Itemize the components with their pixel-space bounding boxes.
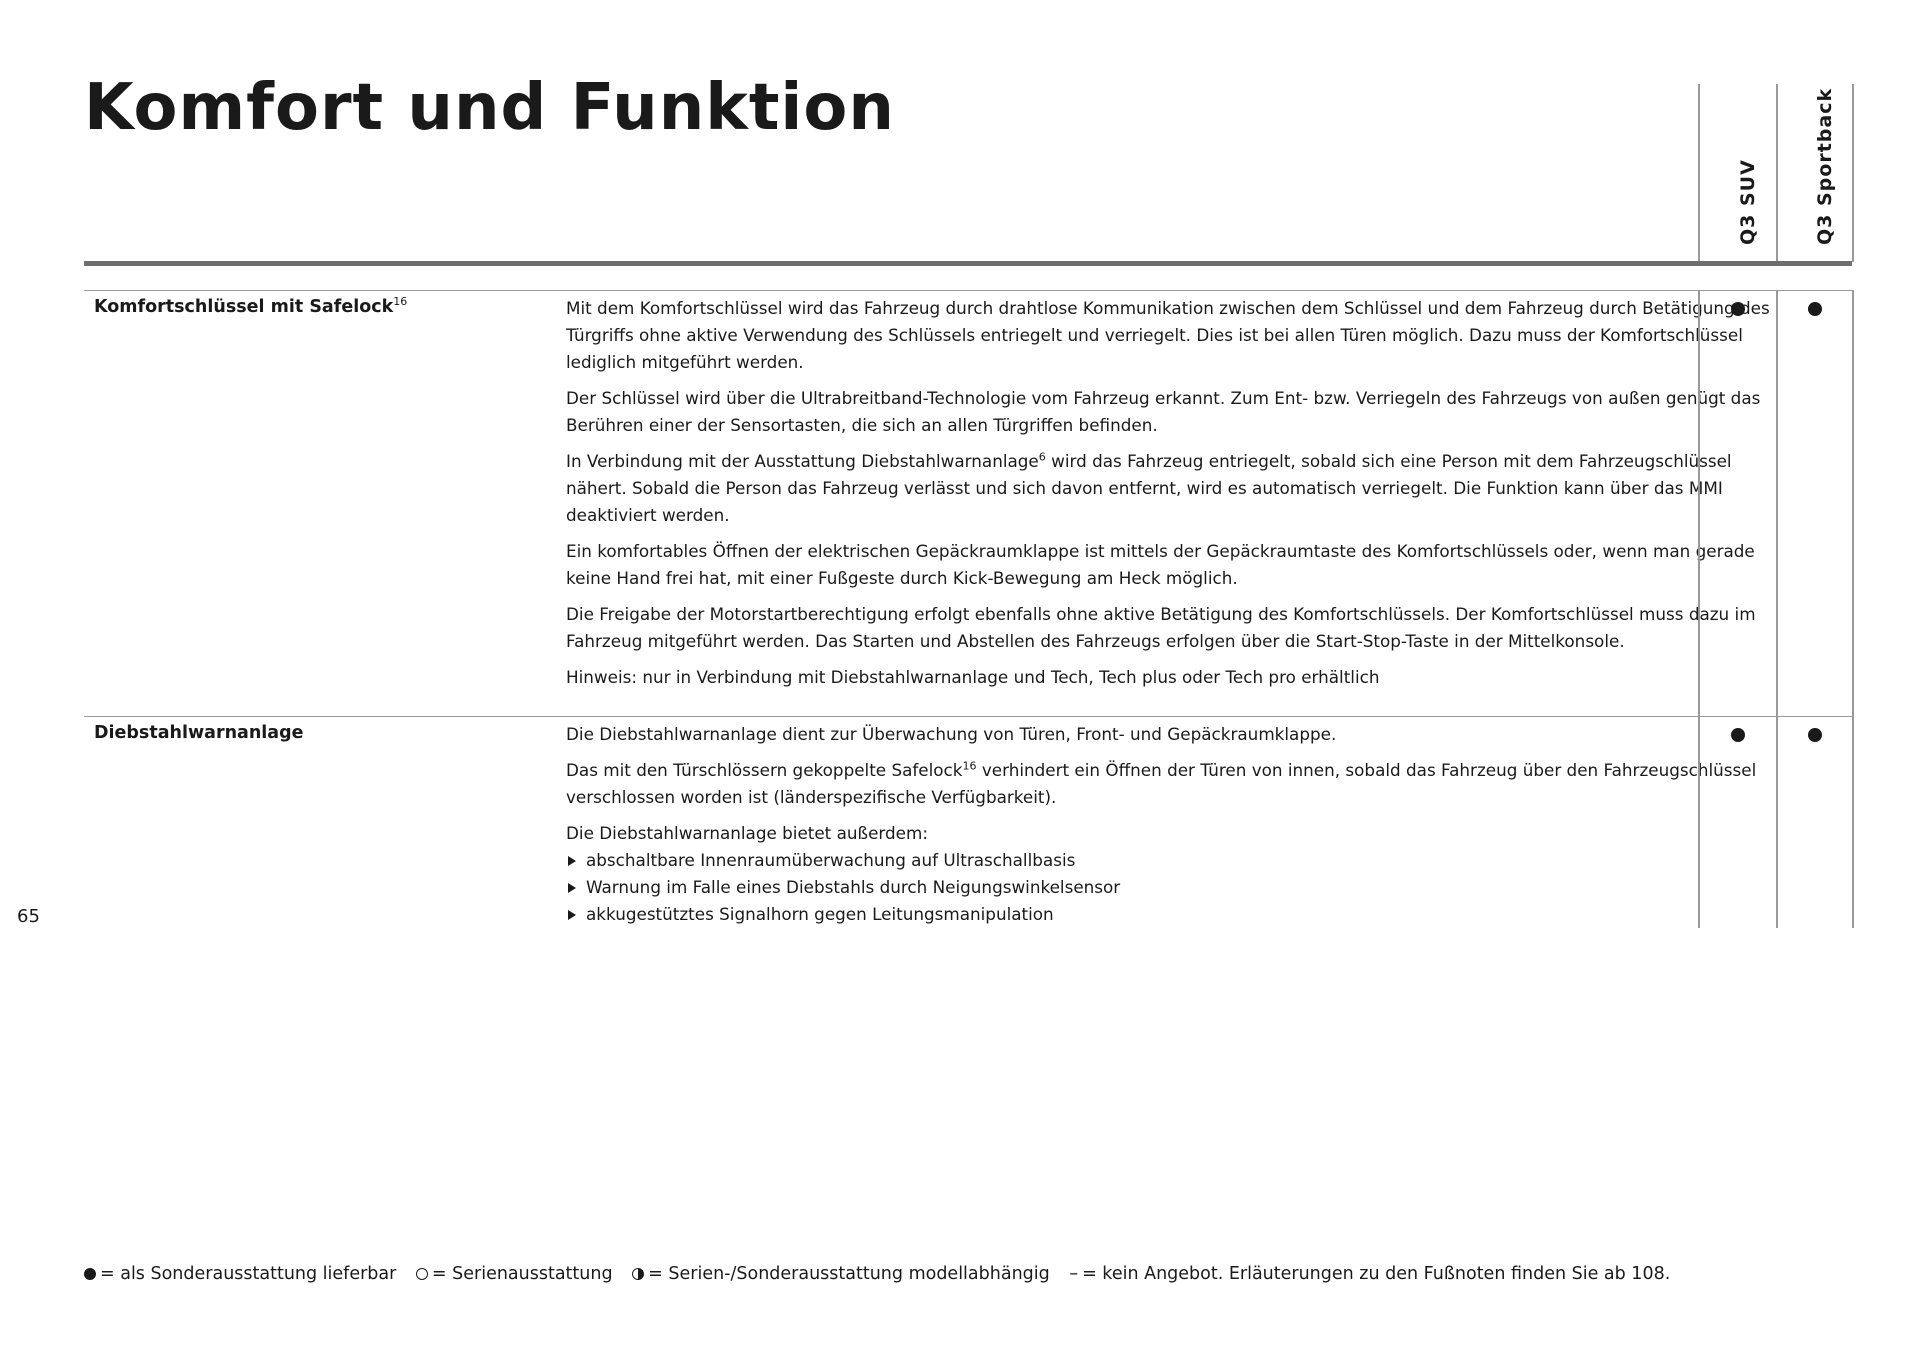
page-number: 65 — [17, 906, 40, 927]
bullet-triangle-icon — [568, 856, 576, 866]
bullet-triangle-icon — [568, 883, 576, 893]
optional-equipment-icon — [1808, 728, 1822, 742]
paragraph-text: wird das Fahrzeug entriegelt, sobald sic… — [566, 451, 1732, 525]
column-header-q3-suv: Q3 SUV — [1698, 84, 1776, 262]
availability-cell-q3-suv — [1698, 290, 1776, 716]
feature-name-text: Komfortschlüssel mit Safelock — [94, 297, 394, 317]
half-circle-icon — [632, 1268, 645, 1280]
list-item-text: akkugestütztes Signalhorn gegen Leitungs… — [586, 904, 1054, 924]
footnote-ref: 6 — [1038, 450, 1046, 464]
description-paragraph: Die Diebstahlwarnanlage dient zur Überwa… — [566, 724, 1337, 744]
filled-circle-icon — [84, 1268, 96, 1280]
availability-cell-q3-sportback — [1776, 290, 1854, 716]
column-header-label: Q3 SUV — [1737, 159, 1759, 245]
page-title: Komfort und Funktion — [84, 71, 895, 145]
description-paragraph: Ein komfortables Öffnen der elektrischen… — [566, 541, 1755, 588]
legend-text: = Serienausstattung — [431, 1264, 613, 1284]
list-intro: Die Diebstahlwarnanlage bietet außerdem: — [566, 823, 928, 843]
legend: = als Sonderausstattung lieferbar = Seri… — [84, 1264, 1684, 1284]
legend-item-standard: = Serienausstattung — [415, 1264, 613, 1284]
optional-equipment-icon — [1808, 302, 1822, 316]
paragraph-text: In Verbindung mit der Ausstattung Diebst… — [566, 451, 1039, 471]
list-item-text: abschaltbare Innenraumüberwachung auf Ul… — [586, 850, 1076, 870]
paragraph-text: verhindert ein Öffnen der Türen von inne… — [566, 760, 1757, 807]
description-paragraph: Das mit den Türschlössern gekoppelte Saf… — [566, 757, 1782, 811]
paragraph-text: Das mit den Türschlössern gekoppelte Saf… — [566, 760, 963, 780]
column-header-q3-sportback: Q3 Sportback — [1776, 84, 1854, 262]
table-row-diebstahlwarnanlage: Diebstahlwarnanlage Die Diebstahlwarnanl… — [84, 716, 1852, 928]
list-item: Warnung im Falle eines Diebstahls durch … — [566, 874, 1782, 901]
list-item: abschaltbare Innenraumüberwachung auf Ul… — [566, 847, 1782, 874]
availability-cell-q3-sportback — [1776, 716, 1854, 928]
list-item: akkugestütztes Signalhorn gegen Leitungs… — [566, 901, 1782, 928]
legend-item-model-dependent: = Serien-/Sonderausstattung modellabhäng… — [632, 1264, 1050, 1284]
description-paragraph: Die Diebstahlwarnanlage bietet außerdem:… — [566, 820, 1782, 928]
legend-item-none: –= kein Angebot. Erläuterungen zu den Fu… — [1069, 1264, 1670, 1284]
dash-icon: – — [1069, 1264, 1079, 1284]
bullet-triangle-icon — [568, 910, 576, 920]
feature-description: Mit dem Komfortschlüssel wird das Fahrze… — [566, 295, 1782, 700]
column-header-label: Q3 Sportback — [1814, 87, 1836, 245]
optional-equipment-icon — [1731, 728, 1745, 742]
description-paragraph: In Verbindung mit der Ausstattung Diebst… — [566, 448, 1782, 529]
footnote-ref: 16 — [393, 295, 408, 309]
feature-description: Die Diebstahlwarnanlage dient zur Überwa… — [566, 721, 1782, 928]
legend-text: = kein Angebot. Erläuterungen zu den Fuß… — [1082, 1264, 1671, 1284]
description-paragraph: Mit dem Komfortschlüssel wird das Fahrze… — [566, 298, 1770, 372]
legend-text: = Serien-/Sonderausstattung modellabhäng… — [648, 1264, 1050, 1284]
header-divider — [84, 261, 1852, 266]
feature-name: Komfortschlüssel mit Safelock16 — [94, 295, 408, 317]
description-note: Hinweis: nur in Verbindung mit Diebstahl… — [566, 667, 1380, 687]
availability-cell-q3-suv — [1698, 716, 1776, 928]
legend-item-optional: = als Sonderausstattung lieferbar — [84, 1264, 396, 1284]
footnote-ref: 16 — [962, 759, 977, 773]
open-circle-icon — [415, 1268, 428, 1280]
description-paragraph: Der Schlüssel wird über die Ultrabreitba… — [566, 388, 1761, 435]
feature-name: Diebstahlwarnanlage — [94, 723, 304, 743]
list-item-text: Warnung im Falle eines Diebstahls durch … — [586, 877, 1121, 897]
optional-equipment-icon — [1731, 302, 1745, 316]
description-paragraph: Die Freigabe der Motorstartberechtigung … — [566, 604, 1756, 651]
table-row-komfortschluessel: Komfortschlüssel mit Safelock16 Mit dem … — [84, 290, 1852, 716]
legend-text: = als Sonderausstattung lieferbar — [100, 1264, 397, 1284]
